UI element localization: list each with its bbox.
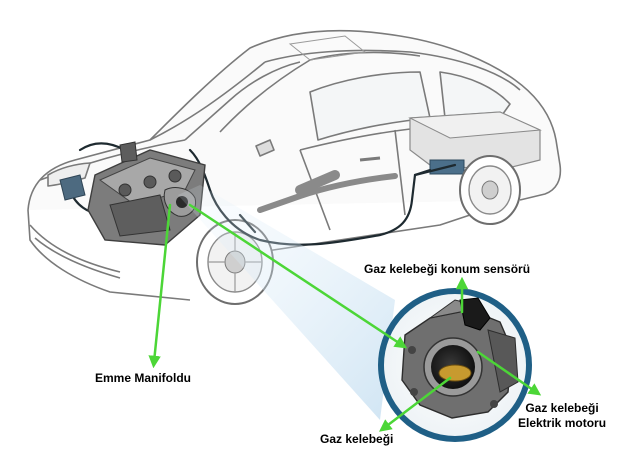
rear-wheel	[459, 155, 521, 225]
intake-manifold-label: Emme Manifoldu	[95, 371, 192, 385]
throttle-motor-label-line2: Elektrik motoru	[518, 416, 607, 430]
throttle-motor-label: Gaz kelebeği Elektrik motoru	[518, 401, 606, 431]
arrow-to-throttle-body	[188, 203, 408, 349]
arrow-to-manifold	[148, 203, 172, 369]
zoom-beam	[178, 185, 395, 420]
throttle-motor-label-line1: Gaz kelebeği	[525, 401, 599, 415]
callout-arrows	[148, 203, 542, 432]
throttle-position-sensor-label: Gaz kelebeği konum sensörü	[364, 262, 531, 276]
arrow-to-valve	[379, 376, 452, 432]
throttle-body-closeup	[378, 288, 532, 442]
fuel-tank	[408, 111, 542, 175]
sunroof	[288, 35, 367, 61]
exhaust-pipe	[257, 170, 398, 213]
engine-block	[59, 141, 206, 246]
arrow-to-motor	[476, 350, 542, 396]
throttle-valve-label: Gaz kelebeği	[320, 432, 394, 446]
